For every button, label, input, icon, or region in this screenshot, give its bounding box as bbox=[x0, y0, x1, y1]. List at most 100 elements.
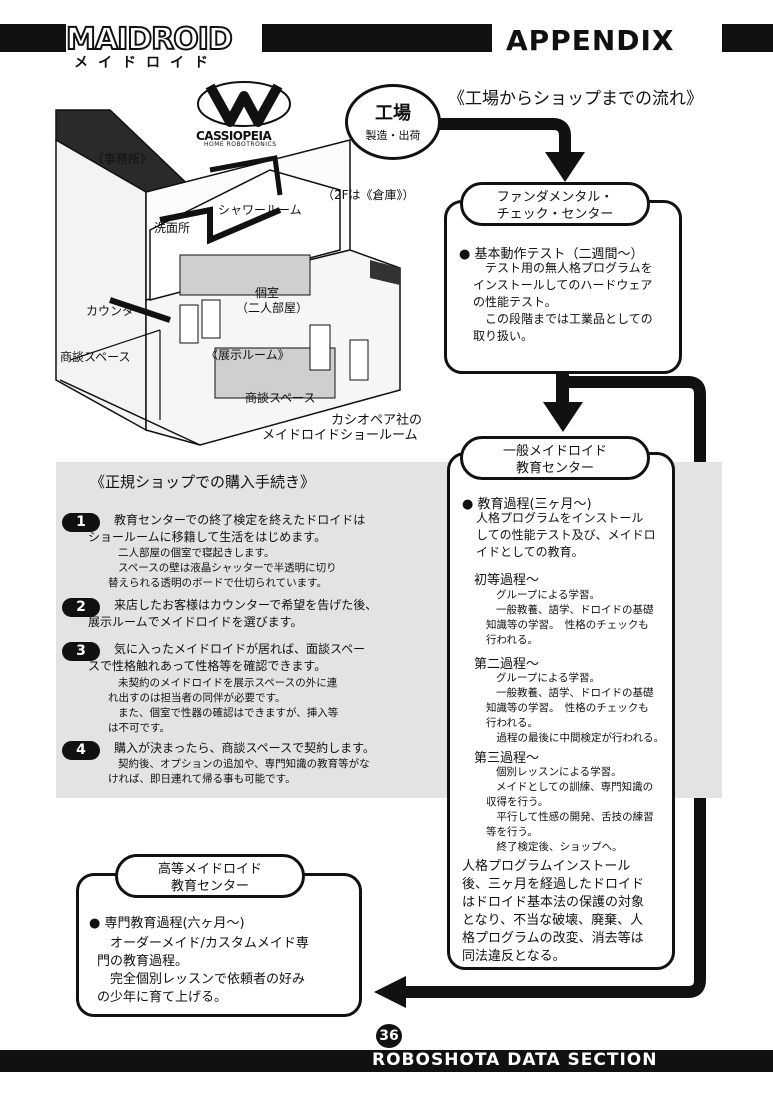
label-office: 《事務所》 bbox=[92, 152, 153, 166]
shop-procedure-title: 《正規ショップでの購入手続き》 bbox=[90, 473, 316, 491]
step1-main-line: 教育センターでの終了検定を終えたドロイドは bbox=[114, 513, 366, 527]
stage1-line: 知識等の学習。 性格のチェックも bbox=[486, 619, 649, 631]
stage3-line: 個別レッスンによる学習。 bbox=[496, 766, 622, 778]
step1-sub-line: スペースの壁は液晶シャッターで半透明に切り bbox=[118, 562, 337, 574]
law-line: 同法違反となる。 bbox=[462, 949, 566, 964]
step1-sub-line: 二人部屋の個室で寝起きします。 bbox=[118, 547, 275, 559]
advanced-pill-line2: 教育センター bbox=[170, 879, 249, 894]
stage1-title: 初等過程〜 bbox=[474, 573, 540, 588]
fundamental-body-line: この段階までは工業品としての bbox=[473, 312, 653, 326]
step-number-badge: 2 bbox=[62, 598, 100, 617]
step3-main-line: 気に入ったメイドロイドが居れば、面談スペー bbox=[114, 642, 366, 656]
stage3-line: 終了検定後、ショップへ。 bbox=[486, 841, 623, 853]
logo-sub-text: メイドロイド bbox=[74, 55, 218, 71]
general-education-center-label: 一般メイドロイド 教育センター bbox=[460, 436, 650, 480]
advanced-body-line: 完全個別レッスンで依頼者の好み bbox=[97, 972, 306, 987]
advanced-body-line: 門の教育過程。 bbox=[97, 954, 189, 969]
label-shower-room: シャワールーム bbox=[218, 203, 302, 217]
advanced-education-center-label: 高等メイドロイド 教育センター bbox=[115, 854, 305, 898]
step-number-badge: 1 bbox=[62, 513, 100, 532]
footer-section-title: ROBOSHOTA DATA SECTION bbox=[372, 1050, 658, 1070]
brand-tagline: HOME ROBOTRONICS bbox=[204, 141, 277, 148]
fundamental-heading: ● 基本動作テスト（二週間〜） bbox=[459, 247, 644, 262]
stage1-line: 一般教養、語学、ドロイドの基礎 bbox=[496, 604, 654, 616]
cassiopeia-w-logo bbox=[197, 81, 291, 127]
label-meeting-space-2: 商談スペース bbox=[245, 391, 316, 405]
stage2-line: グループによる学習。 bbox=[496, 672, 601, 684]
step3-sub-line: は不可です。 bbox=[108, 722, 170, 734]
step1-sub-line: 替えられる透明のボードで仕切られています。 bbox=[108, 577, 328, 589]
fundamental-pill-line2: チェック・センター bbox=[496, 207, 614, 222]
law-line: 人格プログラムインストール bbox=[462, 859, 631, 874]
stage3-line: メイドとしての訓練、専門知識の bbox=[496, 781, 654, 793]
fundamental-body-line: テスト用の無人格プログラムを bbox=[473, 261, 653, 275]
advanced-education-panel: ● 専門教育過程(六ヶ月〜) オーダーメイド/カスタムメイド専 門の教育過程。 … bbox=[76, 873, 362, 1017]
step1-main-line: ショールームに移籍して生活をはじめます。 bbox=[88, 530, 327, 544]
fundamental-check-panel: ● 基本動作テスト（二週間〜） テスト用の無人格プログラムを インストールしての… bbox=[444, 200, 682, 374]
step2-main-line: 展示ルームでメイドロイドを選びます。 bbox=[88, 615, 303, 629]
general-intro-line: 人格プログラムをインストール bbox=[476, 511, 644, 525]
law-line: 格プログラムの改変、消去等は bbox=[462, 931, 644, 946]
general-pill-line2: 教育センター bbox=[515, 461, 594, 476]
stage2-line: 知識等の学習。 性格のチェックも bbox=[486, 702, 649, 714]
stage1-line: 行われる。 bbox=[486, 634, 538, 646]
advanced-pill-line1: 高等メイドロイド bbox=[157, 862, 262, 877]
fundamental-pill-line1: ファンダメンタル・ bbox=[496, 190, 614, 205]
advanced-body-line: オーダーメイド/カスタムメイド専 bbox=[97, 936, 309, 951]
law-line: 後、三ヶ月を経過したドロイド bbox=[462, 877, 645, 892]
step3-sub-line: れ出すのは担当者の同伴が必要です。 bbox=[108, 692, 286, 704]
page-number: 36 bbox=[376, 1024, 402, 1048]
flow-title: 《工場からショップまでの流れ》 bbox=[448, 89, 703, 109]
fundamental-body-line: の性能テスト。 bbox=[473, 295, 557, 309]
advanced-body-line: の少年に育て上げる。 bbox=[97, 990, 228, 1005]
step4-sub-line: 契約後、オプションの追加や、専門知識の教育等がな bbox=[118, 758, 370, 770]
showroom-caption-line2: メイドロイドショールーム bbox=[262, 428, 418, 443]
factory-node: 工場 製造・出荷 bbox=[345, 84, 441, 160]
fundamental-check-center-label: ファンダメンタル・ チェック・センター bbox=[460, 182, 650, 226]
step-number-badge: 3 bbox=[62, 642, 100, 661]
stage2-line: 一般教養、語学、ドロイドの基礎 bbox=[496, 687, 654, 699]
label-private-room: 個室 bbox=[255, 286, 280, 300]
showroom-floor-plan bbox=[55, 109, 401, 446]
label-washroom: 洗面所 bbox=[154, 221, 191, 235]
general-education-panel: ● 教育過程(三ヶ月〜) 人格プログラムをインストール しての性能テスト及び、メ… bbox=[447, 452, 675, 970]
showroom-caption-line1: カシオペア社の bbox=[331, 413, 423, 428]
factory-subtitle: 製造・出荷 bbox=[365, 129, 421, 142]
logo-main-text: MAIDROID bbox=[65, 21, 234, 58]
factory-title: 工場 bbox=[375, 103, 411, 124]
footer-bar bbox=[0, 1050, 773, 1072]
general-intro-line: しての性能テスト及び、メイドロ bbox=[476, 528, 656, 542]
step2-main-line: 来店したお客様はカウンターで希望を告げた後、 bbox=[114, 598, 378, 612]
brand-name: CASSIOPEIA bbox=[196, 129, 272, 143]
step4-main-line: 購入が決まったら、商談スペースで契約します。 bbox=[114, 741, 375, 755]
step3-sub-line: また、個室で性器の確認はできますが、挿入等 bbox=[118, 707, 339, 719]
stage3-line: 平行して性感の開発、舌技の練習 bbox=[486, 811, 654, 823]
step3-sub-line: 未契約のメイドロイドを展示スペースの外に連 bbox=[118, 677, 338, 689]
stage3-title: 第三過程〜 bbox=[474, 751, 540, 766]
label-private-room-note: （二人部屋） bbox=[236, 301, 309, 315]
stage3-line: 収得を行う。 bbox=[486, 796, 549, 808]
stage2-title: 第二過程〜 bbox=[474, 657, 540, 672]
fundamental-body-line: インストールしてのハードウェア bbox=[473, 278, 653, 292]
stage2-line: 行われる。 bbox=[486, 717, 538, 729]
stage2-line: 過程の最後に中間検定が行われる。 bbox=[486, 732, 664, 744]
stage3-line: 等を行う。 bbox=[486, 826, 538, 838]
label-storage: （2Fは《倉庫》） bbox=[322, 188, 415, 202]
law-line: はドロイド基本法の保護の対象 bbox=[462, 895, 645, 910]
step3-main-line: スで性格触れあって性格等を確認できます。 bbox=[88, 659, 327, 673]
appendix-label-box: APPENDIX bbox=[492, 22, 722, 57]
maidroid-logo: MAIDROID メイドロイド bbox=[65, 21, 262, 72]
step-number-badge: 4 bbox=[62, 741, 100, 760]
general-intro-line: イドとしての教育。 bbox=[476, 545, 584, 559]
appendix-title: APPENDIX bbox=[506, 24, 675, 57]
label-meeting-space-1: 商談スペース bbox=[60, 350, 131, 364]
label-counter: カウンター bbox=[86, 304, 147, 318]
advanced-heading: ● 専門教育過程(六ヶ月〜) bbox=[89, 916, 245, 931]
law-line: となり、不当な破壊、廃棄、人 bbox=[462, 913, 644, 928]
general-pill-line1: 一般メイドロイド bbox=[502, 444, 607, 459]
fundamental-body-line: 取り扱い。 bbox=[473, 329, 534, 343]
general-heading: ● 教育過程(三ヶ月〜) bbox=[462, 497, 592, 512]
stage1-line: グループによる学習。 bbox=[496, 589, 601, 601]
label-showroom: 《展示ルーム》 bbox=[206, 348, 290, 362]
step4-sub-line: ければ、即日連れて帰る事も可能です。 bbox=[108, 773, 296, 785]
